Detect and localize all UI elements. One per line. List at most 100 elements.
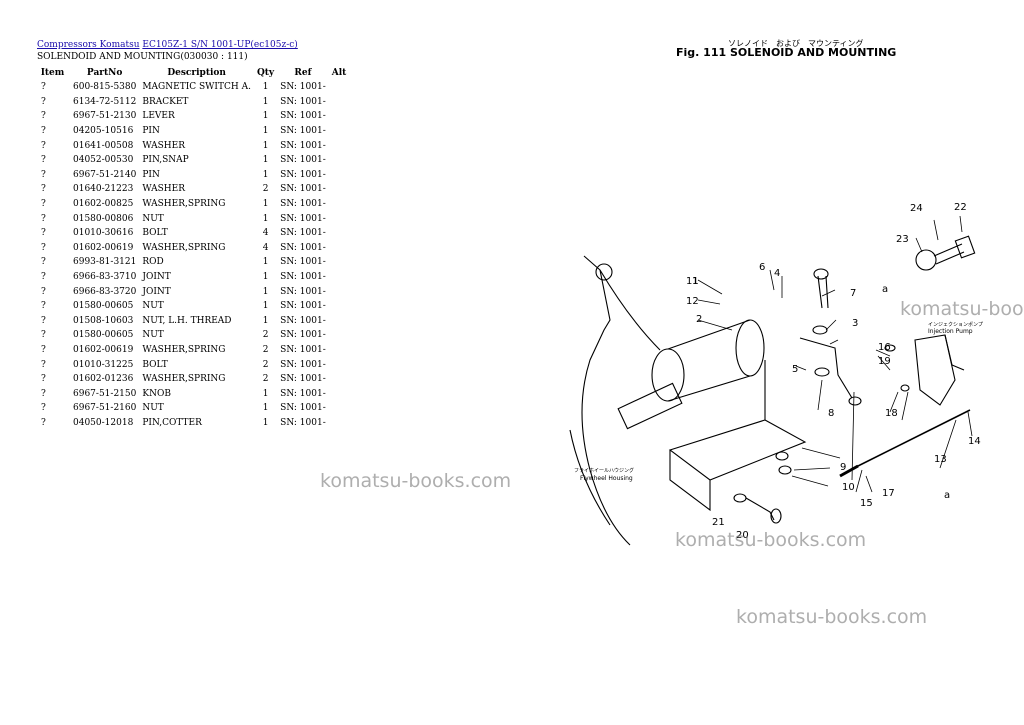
callout-20: 20 <box>736 530 749 541</box>
cell-ref: SN: 1001- <box>280 403 326 414</box>
header-alt: Alt <box>331 68 347 78</box>
cell-alt <box>329 95 350 110</box>
cell-item: ? <box>41 155 46 166</box>
cell-alt <box>329 109 350 124</box>
cell-description: PIN <box>142 126 160 137</box>
callout-13: 13 <box>934 454 947 465</box>
page-subtitle: SOLENDOID AND MOUNTING(030030 : 111) <box>37 52 248 62</box>
cell-qty: 1 <box>262 199 269 210</box>
callout-23: 23 <box>896 234 909 245</box>
cell-partno: 01010-31225 <box>73 359 134 370</box>
cell-description: NUT, L.H. THREAD <box>142 315 232 326</box>
cell-qty: 1 <box>262 286 269 297</box>
cell-ref: SN: 1001- <box>280 111 326 122</box>
cell-partno: 6966-83-3720 <box>73 286 137 297</box>
cell-description: NUT <box>142 213 164 224</box>
cell-ref: SN: 1001- <box>280 286 326 297</box>
cell-description: MAGNETIC SWITCH A. <box>142 82 251 93</box>
cell-ref: SN: 1001- <box>280 359 326 370</box>
callout-17: 17 <box>882 488 895 499</box>
callout-19: 19 <box>878 356 891 367</box>
cell-qty: 1 <box>262 301 269 312</box>
cell-qty: 1 <box>262 403 269 414</box>
figure-caption-jp: ソレノイド および マウンティング <box>728 39 864 48</box>
cell-alt <box>329 416 350 431</box>
cell-partno: 6966-83-3710 <box>73 272 137 283</box>
cell-item: ? <box>41 403 46 414</box>
cell-alt <box>329 299 350 314</box>
rod-7 <box>817 275 829 309</box>
flywheel-label: Flywheel Housing <box>580 475 633 482</box>
callout-10: 10 <box>842 482 855 493</box>
cell-partno: 01602-00619 <box>73 344 134 355</box>
cell-description: NUT <box>142 330 164 341</box>
injection-pump-bracket <box>914 334 956 406</box>
callout-22: 22 <box>954 202 967 213</box>
lever <box>799 337 853 399</box>
callout-a: a <box>882 284 888 295</box>
cell-partno: 6967-51-2160 <box>73 403 137 414</box>
cell-item: ? <box>41 184 46 195</box>
cell-description: ROD <box>142 257 164 268</box>
breadcrumb-link-compressors[interactable]: Compressors Komatsu <box>37 40 140 50</box>
callout-2: 2 <box>696 314 702 325</box>
breadcrumb-link-model[interactable]: EC105Z-1 S/N 1001-UP(ec105z-c) <box>142 40 298 50</box>
cell-qty: 1 <box>262 82 269 93</box>
cell-alt <box>329 343 350 358</box>
cell-qty: 4 <box>262 242 269 253</box>
cell-qty: 1 <box>262 417 269 428</box>
solenoid-body <box>651 348 685 402</box>
cell-ref: SN: 1001- <box>280 257 326 268</box>
cell-description: WASHER,SPRING <box>142 344 226 355</box>
header-qty: Qty <box>256 68 275 78</box>
cell-ref: SN: 1001- <box>280 126 326 137</box>
flywheel-label-jp: フライホイールハウジング <box>574 467 634 474</box>
cell-item: ? <box>41 96 46 107</box>
cell-qty: 1 <box>262 111 269 122</box>
cell-partno: 01602-01236 <box>73 374 134 385</box>
cell-item: ? <box>41 359 46 370</box>
header-description: Description <box>167 68 226 78</box>
cell-description: PIN,SNAP <box>142 155 189 166</box>
cell-qty: 1 <box>262 315 269 326</box>
cell-qty: 1 <box>262 257 269 268</box>
breadcrumb: Compressors Komatsu EC105Z-1 S/N 1001-UP… <box>37 40 298 51</box>
callout-5: 5 <box>792 364 798 375</box>
cell-item: ? <box>41 417 46 428</box>
cell-partno: 01640-21223 <box>73 184 134 195</box>
callout-12: 12 <box>686 296 699 307</box>
watermark: komatsu-books.com <box>736 606 928 628</box>
cell-ref: SN: 1001- <box>280 228 326 239</box>
cell-partno: 01602-00825 <box>73 199 134 210</box>
cell-item: ? <box>41 344 46 355</box>
cell-alt <box>329 314 350 329</box>
cell-ref: SN: 1001- <box>280 213 326 224</box>
cell-ref: SN: 1001- <box>280 155 326 166</box>
cell-alt <box>329 386 350 401</box>
cell-description: WASHER,SPRING <box>142 374 226 385</box>
callout-6: 6 <box>759 262 765 273</box>
cell-alt <box>329 138 350 153</box>
injection-pump-label-jp: インジェクションポンプ <box>928 321 983 328</box>
watermark: komatsu-books.com <box>900 298 1024 320</box>
cell-partno: 01580-00605 <box>73 301 134 312</box>
cell-qty: 2 <box>262 330 269 341</box>
cell-ref: SN: 1001- <box>280 82 326 93</box>
figure-title: Fig. 111 SOLENOID AND MOUNTING <box>676 46 897 59</box>
cell-description: WASHER,SPRING <box>142 242 226 253</box>
cell-ref: SN: 1001- <box>280 169 326 180</box>
cell-item: ? <box>41 199 46 210</box>
